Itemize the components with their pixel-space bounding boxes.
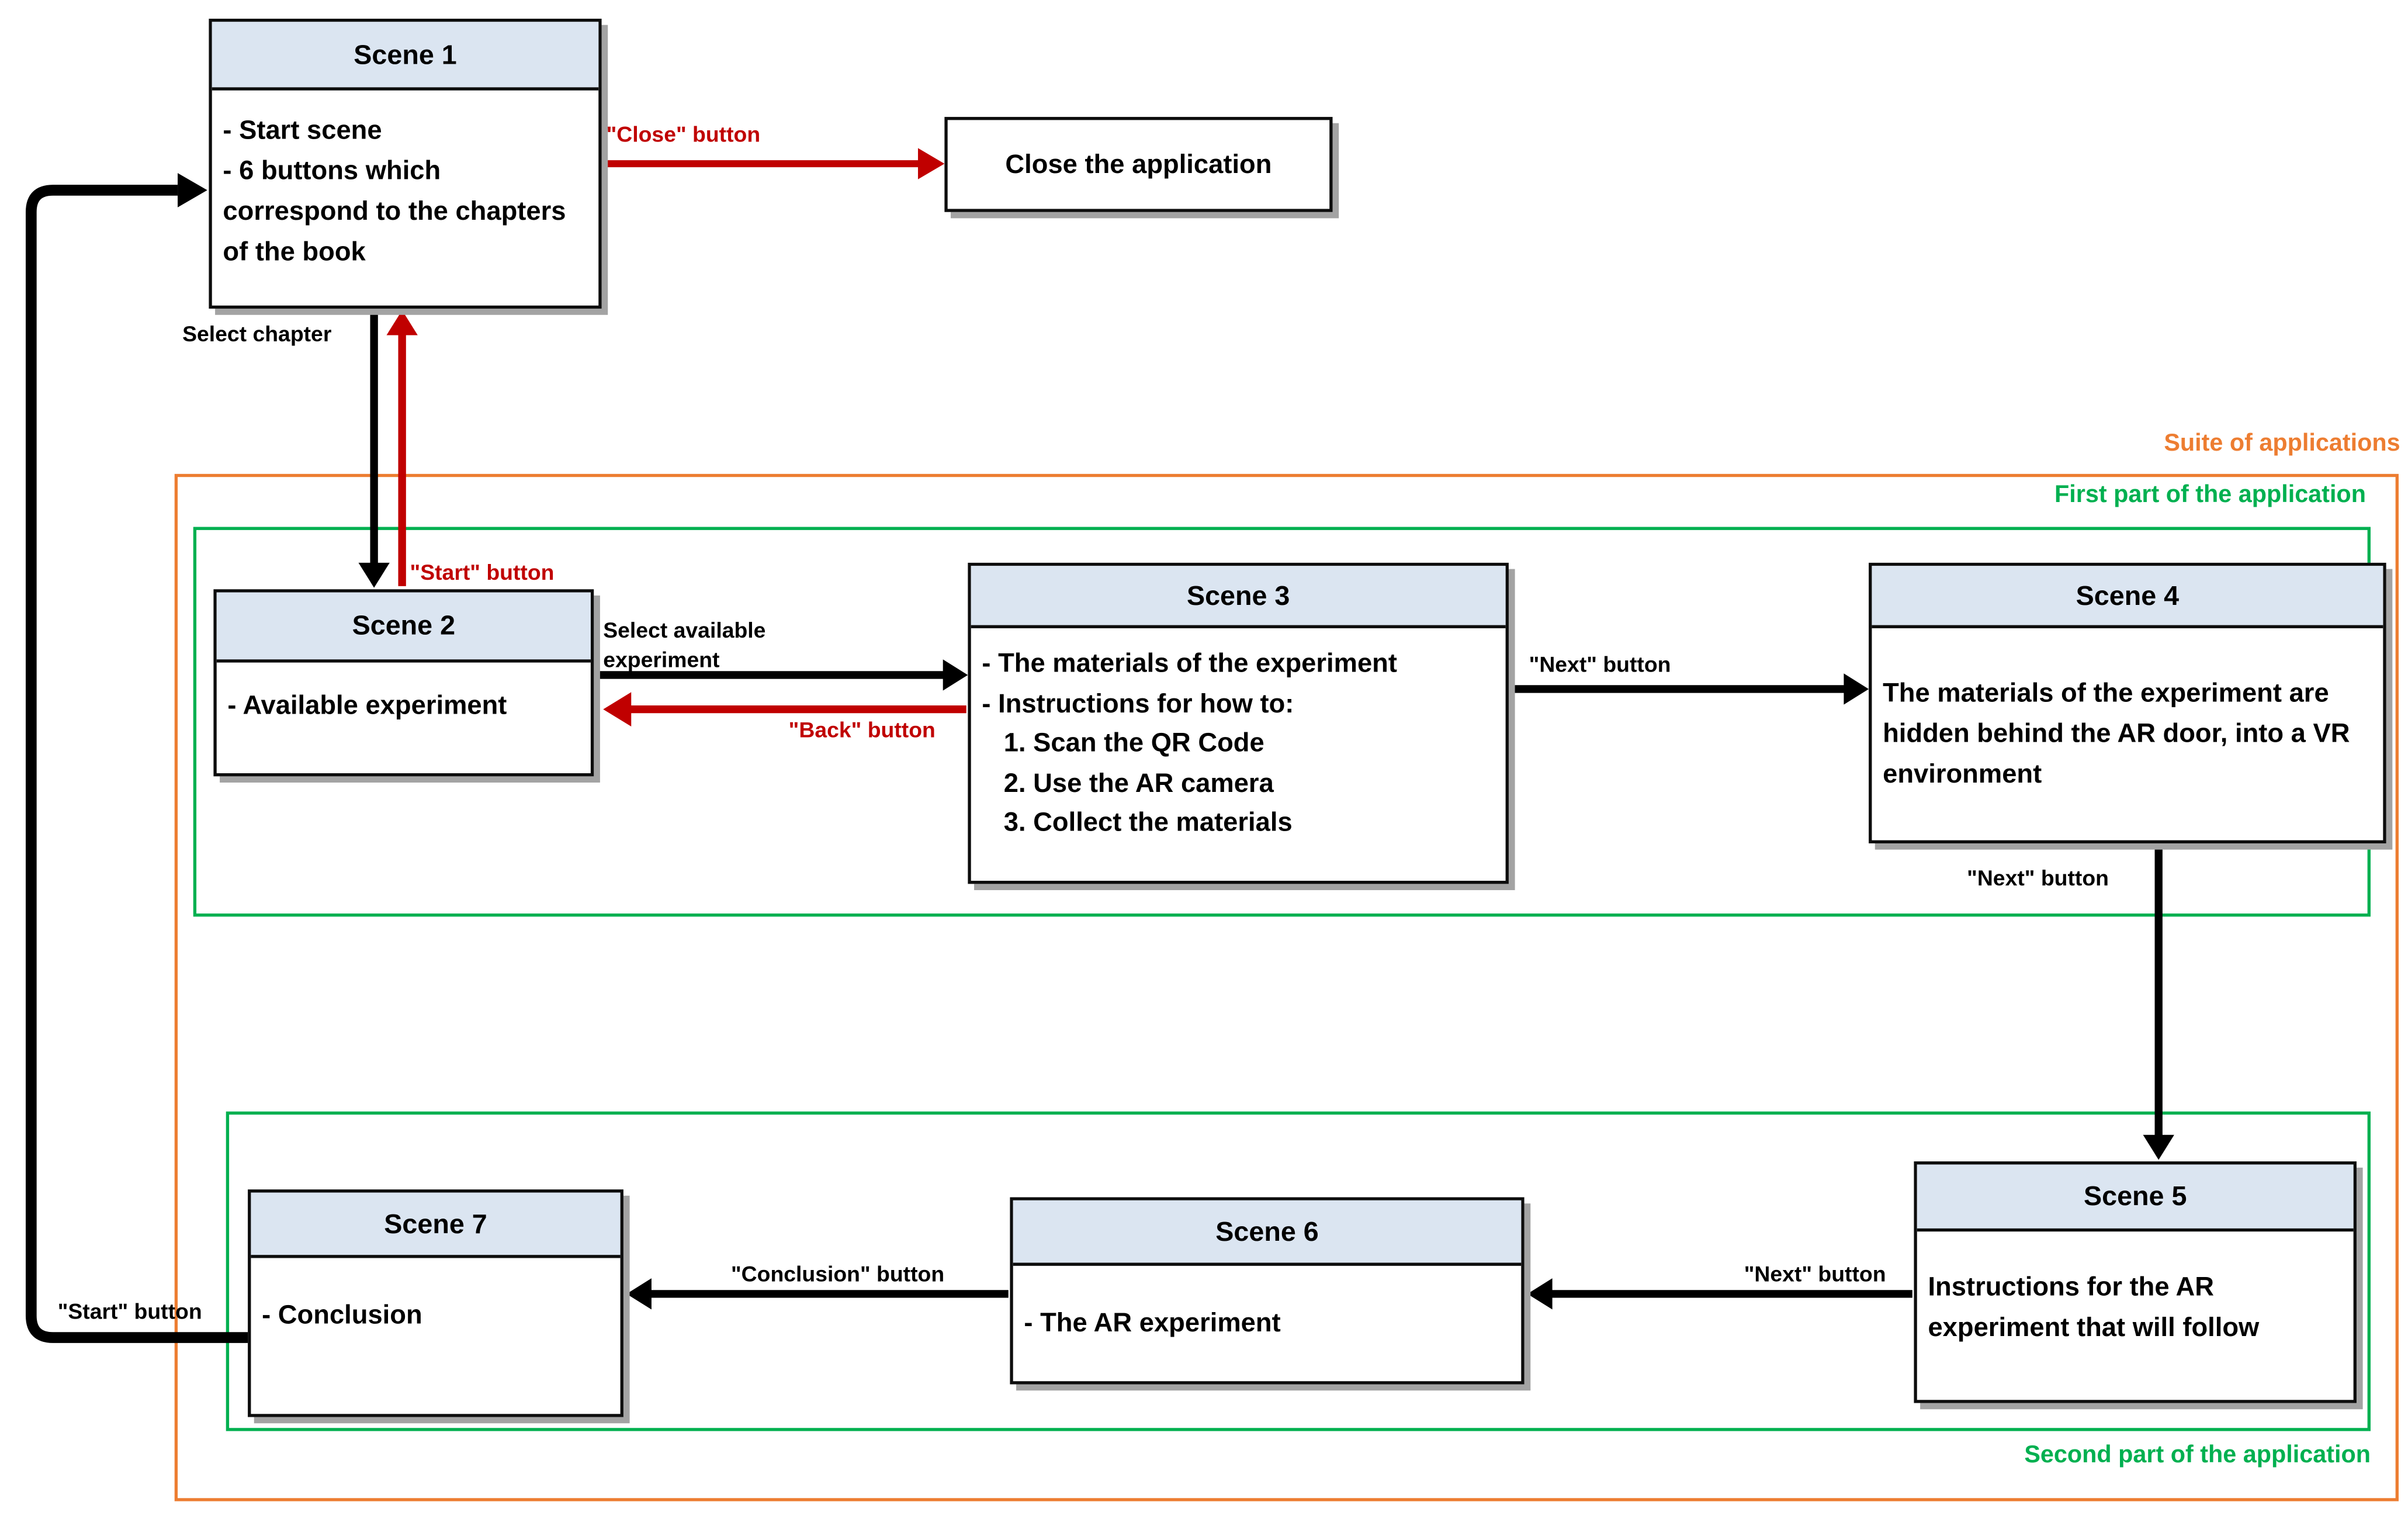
scene-5-box: Scene 5 Instructions for the AR experime… [1914,1161,2357,1403]
scene-1-body: - Start scene - 6 buttons which correspo… [212,91,598,306]
scene-2-line: - Available experiment [227,690,507,719]
scene-5-title: Scene 5 [2083,1180,2187,1212]
label-select-available-experiment: Select available experiment [603,617,766,672]
scene-3-line: 1. Scan the QR Code [1003,728,1264,758]
scene-1-line: - 6 buttons which correspond to the chap… [223,155,566,267]
scene-6-title: Scene 6 [1215,1215,1319,1247]
label-select-chapter: Select chapter [182,321,332,347]
label-back-button: "Back" button [788,717,936,742]
label-conclusion-button: "Conclusion" button [730,1261,945,1286]
scene-1-box: Scene 1 - Start scene - 6 buttons which … [209,19,602,309]
scene-5-body: Instructions for the AR experiment that … [1917,1231,2354,1400]
scene-3-line: - The materials of the experiment [982,649,1397,679]
label-next-button-2: "Next" button [1967,865,2109,891]
second-part-label: Second part of the application [2024,1442,2371,1469]
scene-1-title: Scene 1 [354,38,457,70]
scene-7-header: Scene 7 [251,1192,621,1258]
scene-4-box: Scene 4 The materials of the experiment … [1869,562,2386,844]
scene-7-body: - Conclusion [251,1258,620,1414]
label-close-button: "Close" button [606,122,761,147]
scene-6-line: - The AR experiment [1024,1307,1281,1338]
scene-2-header: Scene 2 [216,592,591,663]
scene-2-box: Scene 2 - Available experiment [213,589,594,777]
suite-of-applications-label: Suite of applications [2164,430,2400,457]
label-start-button-top: "Start" button [410,559,555,585]
scene-3-header: Scene 3 [971,566,1506,628]
scene-3-title: Scene 3 [1186,579,1290,611]
scene-3-line: 2. Use the AR camera [1003,768,1274,798]
scene-5-header: Scene 5 [1917,1164,2354,1232]
scene-5-line: Instructions for the AR experiment that … [1928,1272,2260,1342]
scene-7-title: Scene 7 [384,1207,487,1239]
scene-3-line: 3. Collect the materials [1003,808,1293,838]
scene-3-box: Scene 3 - The materials of the experimen… [968,562,1509,884]
close-application-label: Close the application [1005,148,1272,179]
scene-4-line: The materials of the experiment are hidd… [1883,678,2350,789]
scene-2-title: Scene 2 [352,609,456,641]
close-application-box: Close the application [944,117,1333,212]
scene-3-body: - The materials of the experiment - Inst… [971,628,1506,881]
scene-4-header: Scene 4 [1872,566,2383,628]
label-next-button-3: "Next" button [1744,1261,1886,1286]
scene-6-header: Scene 6 [1013,1200,1522,1266]
first-part-label: First part of the application [2054,482,2366,508]
scene-6-box: Scene 6 - The AR experiment [1010,1197,1525,1385]
scene-4-body: The materials of the experiment are hidd… [1872,628,2383,840]
scene-2-body: - Available experiment [217,663,591,773]
label-next-button-1: "Next" button [1529,651,1671,677]
scene-6-body: - The AR experiment [1013,1266,1522,1381]
scene-7-box: Scene 7 - Conclusion [248,1189,623,1417]
arrow-close [604,148,945,179]
scene-4-title: Scene 4 [2076,579,2180,611]
scene-1-header: Scene 1 [212,22,599,91]
scene-7-line: - Conclusion [262,1300,422,1330]
label-start-button-loop: "Start" button [57,1298,202,1324]
scene-1-line: - Start scene [223,115,382,146]
scene-3-line: - Instructions for how to: [982,688,1294,718]
